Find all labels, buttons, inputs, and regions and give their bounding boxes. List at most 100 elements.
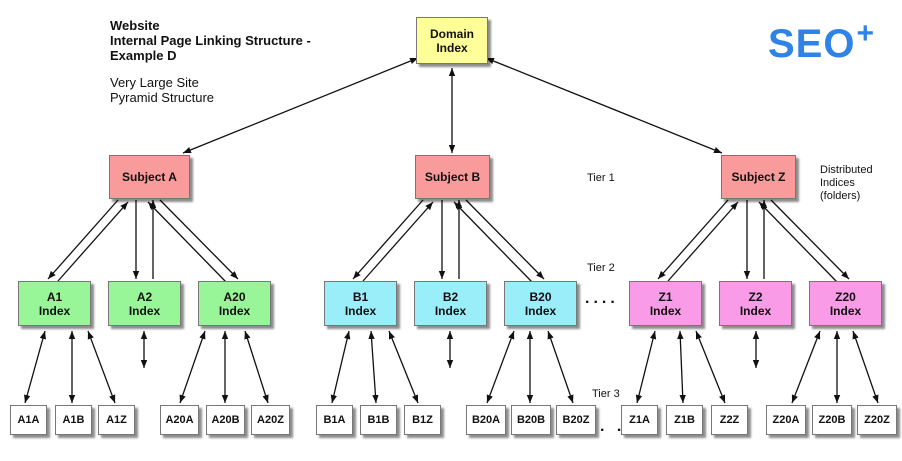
- arrow-z1-z2z: [695, 330, 726, 404]
- logo-text: SEO: [768, 22, 856, 66]
- page-z20z: Z20Z: [857, 405, 897, 435]
- page-a1a: A1A: [10, 405, 47, 435]
- arrow-z1-z1a: [635, 330, 657, 404]
- page-b1b: B1B: [360, 405, 397, 435]
- page-b20a-label: B20A: [471, 414, 501, 426]
- arrow-z20-z20z: [852, 330, 879, 404]
- z1-index-line2: Index: [649, 303, 682, 318]
- z2-index-line2: Index: [739, 303, 772, 318]
- subject-b-box: Subject B: [415, 155, 490, 199]
- page-b1a: B1A: [316, 405, 353, 435]
- arrow-z20-subject-z-up: [758, 201, 838, 283]
- arrow-a1-subject-a-up: [57, 201, 129, 282]
- z1-index-box: Z1 Index: [629, 281, 702, 326]
- z1-index-line1: Z1: [658, 289, 673, 304]
- arrow-b1-b1a: [330, 330, 351, 404]
- arrow-b20-subject-b-up: [453, 201, 533, 283]
- z2-index-box: Z2 Index: [719, 281, 792, 326]
- a20-index-box: A20 Index: [198, 281, 271, 326]
- tier-1-label: Tier 1: [587, 172, 615, 184]
- page-b20z-label: B20Z: [562, 414, 590, 426]
- distributed-label-line1: Distributed: [820, 164, 873, 176]
- arrow-subject-a-a1-down: [47, 199, 119, 280]
- arrow-subject-z-z1-down: [657, 199, 729, 280]
- page-a1b-label: A1B: [62, 414, 85, 426]
- subject-b-label: Subject B: [424, 170, 481, 184]
- page-z20b: Z20B: [812, 405, 852, 435]
- b20-index-line1: B20: [529, 289, 552, 304]
- page-z2z-label: Z2Z: [719, 414, 740, 426]
- arrow-b20-b20z: [547, 330, 574, 404]
- b2-index-box: B2 Index: [414, 281, 487, 326]
- page-z1a-label: Z1A: [629, 414, 650, 426]
- arrow-subject-z-z20-down: [770, 199, 850, 280]
- domain-index-line1: Domain: [429, 26, 474, 41]
- arrow-z20-z20a: [791, 330, 821, 404]
- b2-index-line1: B2: [442, 289, 459, 304]
- arrow-subject-b-b1-down: [352, 199, 424, 280]
- a2-index-line2: Index: [128, 303, 161, 318]
- arrow-b20-b20a: [486, 330, 515, 404]
- page-a1z-label: A1Z: [106, 414, 127, 426]
- arrow-subject-a-a20-down: [159, 199, 239, 280]
- page-z20b-label: Z20B: [818, 414, 846, 426]
- tier-2-label: Tier 2: [587, 262, 615, 274]
- page-z1b-label: Z1B: [674, 414, 695, 426]
- page-a20a-label: A20A: [165, 414, 194, 426]
- a1-index-line2: Index: [38, 303, 71, 318]
- a1-index-line1: A1: [46, 289, 63, 304]
- arrow-subject-b-b20-down: [465, 199, 545, 280]
- page-b20z: B20Z: [556, 405, 596, 435]
- page-a20b: A20B: [206, 405, 245, 435]
- page-z1a: Z1A: [621, 405, 658, 435]
- subject-z-label: Subject Z: [731, 170, 786, 184]
- page-z1b: Z1B: [666, 405, 703, 435]
- distributed-label-line3: (folders): [820, 190, 861, 202]
- a2-index-line1: A2: [136, 289, 153, 304]
- z20-index-box: Z20 Index: [809, 281, 882, 326]
- page-b1a-label: B1A: [323, 414, 346, 426]
- tier-3-label: Tier 3: [592, 388, 620, 400]
- seo-plus-logo: SEO+: [768, 10, 875, 68]
- tier-3-ellipsis: . .: [600, 418, 626, 435]
- arrow-z1-subject-z-up: [667, 201, 739, 282]
- diagram-subtitle-line1: Very Large Site: [110, 75, 199, 90]
- z20-index-line2: Index: [829, 303, 862, 318]
- page-a20b-label: A20B: [211, 414, 240, 426]
- arrow-b1-b1z: [388, 330, 419, 404]
- subject-z-box: Subject Z: [721, 155, 796, 199]
- arrow-a1-a1a: [24, 330, 46, 404]
- page-b20b: B20B: [511, 405, 551, 435]
- page-b1z-label: B1Z: [412, 414, 433, 426]
- z2-index-line1: Z2: [748, 289, 763, 304]
- a20-index-line2: Index: [218, 303, 251, 318]
- b20-index-box: B20 Index: [504, 281, 577, 326]
- page-b20a: B20A: [466, 405, 506, 435]
- b1-index-line2: Index: [344, 303, 377, 318]
- page-a1a-label: A1A: [17, 414, 40, 426]
- arrow-b1-b1b: [368, 330, 379, 404]
- arrow-z1-z1b: [677, 330, 686, 404]
- b20-index-line2: Index: [524, 303, 557, 318]
- distributed-label-line2: Indices: [820, 177, 855, 189]
- b1-index-line1: B1: [352, 289, 369, 304]
- logo-plus: +: [856, 17, 876, 50]
- diagram-title-line2: Internal Page Linking Structure -: [110, 33, 311, 48]
- arrow-a1-a1z: [87, 330, 116, 404]
- page-a20z-label: A20Z: [257, 414, 284, 426]
- page-z2z: Z2Z: [711, 405, 748, 435]
- z20-index-line1: Z20: [835, 289, 856, 304]
- page-b20b-label: B20B: [516, 414, 546, 426]
- arrow-domain-subject-a: [182, 57, 419, 154]
- arrow-a20-a20a: [179, 330, 206, 404]
- page-a1z: A1Z: [98, 405, 135, 435]
- page-a20z: A20Z: [251, 405, 290, 435]
- a1-index-box: A1 Index: [18, 281, 91, 326]
- b1-index-box: B1 Index: [324, 281, 397, 326]
- domain-index-line2: Index: [436, 40, 468, 55]
- b2-index-line2: Index: [434, 303, 467, 318]
- page-z20z-label: Z20Z: [864, 414, 890, 426]
- page-a1b: A1B: [55, 405, 92, 435]
- page-b1z: B1Z: [404, 405, 441, 435]
